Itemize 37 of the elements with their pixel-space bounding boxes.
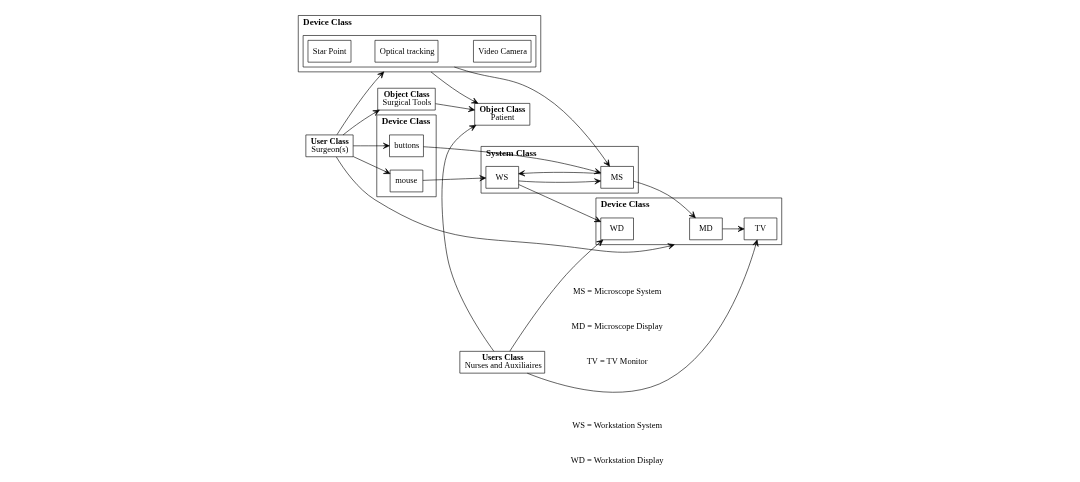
arrow xyxy=(441,124,495,352)
node-box: mouse xyxy=(389,169,424,193)
arrow xyxy=(336,71,385,135)
label: WS = Workstation System xyxy=(572,419,663,430)
arrow xyxy=(518,178,601,185)
arrow xyxy=(435,103,475,112)
arrow xyxy=(342,109,380,136)
arrow xyxy=(518,170,601,177)
node-box: MS xyxy=(600,166,634,189)
cluster xyxy=(302,35,537,68)
node-box: Object Class Surgical Tools xyxy=(377,87,436,111)
arrow xyxy=(352,142,390,149)
label: MD = Microscope Display xyxy=(571,321,663,332)
label: MS = Microscope System xyxy=(572,286,662,297)
node-box: Star Point xyxy=(307,40,352,63)
node-box: WD xyxy=(600,217,634,241)
arrow xyxy=(722,225,745,232)
node-box: buttons xyxy=(389,134,424,158)
arrow xyxy=(633,180,696,219)
arrow xyxy=(423,146,601,175)
arrow xyxy=(352,156,391,174)
arrow xyxy=(527,239,759,393)
arrow xyxy=(454,66,610,167)
label: WD = Workstation Display xyxy=(570,454,664,465)
node-box: Optical tracking xyxy=(374,40,439,63)
node-box: TV xyxy=(743,217,778,241)
arrow xyxy=(518,184,601,222)
node-box: User Class Surgeon(s) xyxy=(305,134,354,158)
node-box: Video Camera xyxy=(473,40,532,63)
arrow xyxy=(509,239,604,352)
label: TV = TV Monitor xyxy=(586,356,648,367)
node-box: Object Class Patient xyxy=(474,103,531,126)
node-box: MD xyxy=(689,217,723,241)
arrow xyxy=(422,175,487,182)
arrow xyxy=(336,156,675,253)
node-box: WS xyxy=(485,166,519,189)
node-box: Users Class Nurses and Auxiliaires xyxy=(459,351,545,374)
